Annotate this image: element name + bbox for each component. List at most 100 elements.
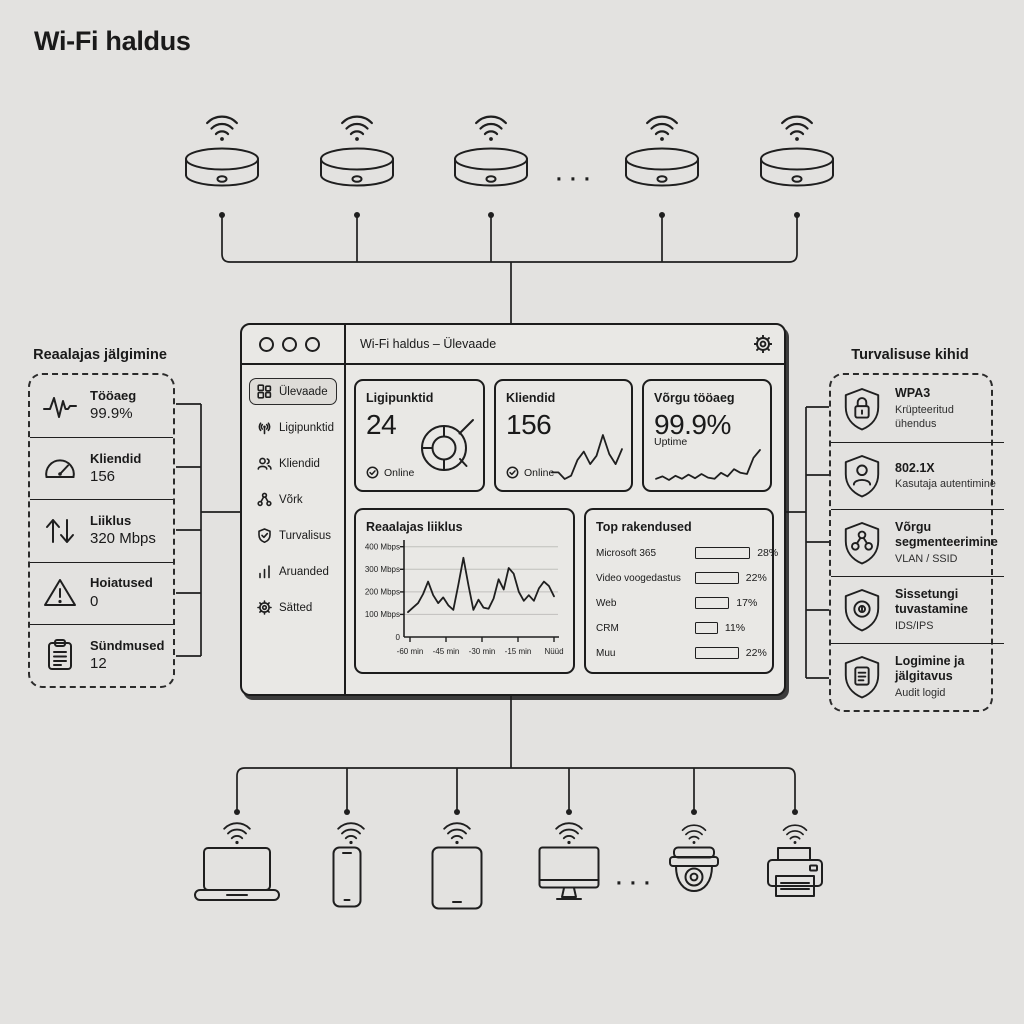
window-sidebar: Ülevaade Ligipunktid Kliendid: [242, 365, 346, 694]
check-circle-icon: [366, 466, 379, 479]
status-online: Online: [366, 466, 414, 479]
bar-chart-icon: [259, 565, 270, 579]
device-printer: [766, 822, 824, 906]
access-point-icon: [760, 147, 834, 187]
sidebar-item-kliendid[interactable]: Kliendid: [249, 450, 337, 477]
access-point: [757, 113, 837, 199]
shield-intrusion-icon: [844, 589, 880, 632]
sidebar-item-ligipunktid[interactable]: Ligipunktid: [249, 414, 337, 441]
window-titlebar: Wi-Fi haldus – Ülevaade: [346, 325, 784, 365]
svg-text:100 Mbps: 100 Mbps: [365, 610, 400, 619]
wifi-icon: [341, 115, 373, 141]
app-row: Microsoft 365 28%: [596, 547, 779, 559]
network-icon: [257, 492, 272, 507]
svg-text:200 Mbps: 200 Mbps: [365, 588, 400, 597]
sidebar-item-vork[interactable]: Võrk: [249, 486, 337, 513]
access-point-icon: [625, 147, 699, 187]
monitor-item-clients: Kliendid 156: [30, 437, 173, 499]
access-point: [182, 113, 262, 199]
svg-text:300 Mbps: 300 Mbps: [365, 565, 400, 574]
users-icon: [257, 457, 272, 470]
app-usage-bar: [695, 572, 739, 584]
svg-text:Nüüd: Nüüd: [544, 647, 563, 656]
device-desktop: [538, 820, 600, 906]
wifi-icon: [475, 115, 507, 141]
svg-text:400 Mbps: 400 Mbps: [365, 543, 400, 552]
tablet-icon: [431, 846, 483, 910]
status-online: Online: [506, 466, 554, 479]
printer-icon: [767, 847, 823, 897]
clients-sparkline: [551, 434, 623, 480]
sidebar-item-label: Ligipunktid: [279, 421, 334, 434]
security-item-ids: Sissetungi tuvastamine IDS/IPS: [831, 576, 1004, 643]
access-point: [317, 113, 397, 199]
shield-log-icon: [844, 656, 880, 699]
sidebar-item-turvalisus[interactable]: Turvalisus: [249, 522, 337, 549]
app-usage-bar: [695, 597, 730, 609]
sidebar-item-satted[interactable]: Sätted: [249, 594, 337, 621]
app-row: Video voogedastus 22%: [596, 572, 767, 584]
app-row: Web 17%: [596, 597, 758, 609]
access-points-ellipsis: ···: [556, 168, 598, 191]
window-minimize-button[interactable]: [282, 336, 297, 352]
clipboard-icon: [48, 639, 72, 671]
access-point: [451, 113, 531, 199]
security-item-segmentation: Võrgu segmenteerimine VLAN / SSID: [831, 509, 1004, 576]
svg-text:-30 min: -30 min: [469, 647, 496, 656]
monitor-item-alerts: Hoiatused 0: [30, 561, 173, 624]
svg-text:-45 min: -45 min: [433, 647, 460, 656]
access-point: [622, 113, 702, 199]
sidebar-item-label: Võrk: [279, 493, 303, 506]
monitor-item-events: Sündmused 12: [30, 623, 173, 686]
monitor-item-traffic: Liiklus 320 Mbps: [30, 499, 173, 561]
device-camera: [666, 822, 722, 904]
app-window: Wi-Fi haldus – Ülevaade Ülevaade: [240, 323, 786, 696]
page-title: Wi-Fi haldus: [34, 26, 191, 56]
gauge-icon: [45, 459, 75, 478]
check-circle-icon: [506, 466, 519, 479]
shield-user-icon: [844, 455, 880, 498]
device-tablet: [431, 820, 483, 910]
shield-network-icon: [844, 522, 880, 565]
antenna-icon: [258, 422, 271, 435]
phone-icon: [332, 846, 362, 908]
access-point-icon: [320, 147, 394, 187]
pulse-icon: [43, 397, 77, 419]
donut-chart: [421, 419, 474, 471]
app-row: CRM 11%: [596, 622, 746, 634]
top-apps-card: Top rakendused Microsoft 365 28% Video v…: [584, 508, 779, 674]
device-laptop: [193, 820, 281, 904]
sidebar-item-label: Aruanded: [279, 565, 329, 578]
uptime-caption: Uptime: [654, 436, 688, 448]
app-usage-bar: [695, 547, 751, 559]
stat-card-accesspoints: Ligipunktid 24 Online: [354, 379, 485, 492]
stat-card-uptime: Võrgu tööaeg 99.9% Uptime: [642, 379, 772, 492]
sidebar-item-label: Ülevaade: [279, 385, 328, 398]
sidebar-item-ulevaade[interactable]: Ülevaade: [249, 378, 337, 405]
sidebar-item-aruanded[interactable]: Aruanded: [249, 558, 337, 585]
devices-ellipsis: ···: [616, 872, 658, 895]
sidebar-item-label: Turvalisus: [279, 529, 331, 542]
svg-text:-15 min: -15 min: [505, 647, 532, 656]
wifi-icon: [646, 115, 678, 141]
monitor-item-uptime: Tööaeg 99.9%: [30, 375, 173, 437]
wifi-icon: [206, 115, 238, 141]
settings-gear-icon[interactable]: [754, 335, 772, 353]
laptop-icon: [194, 847, 280, 901]
sidebar-item-label: Sätted: [279, 601, 313, 614]
svg-text:-60 min: -60 min: [397, 647, 424, 656]
security-item-wpa3: WPA3 Krüpteeritud ühendus: [831, 375, 1004, 442]
app-row: Muu 22%: [596, 647, 767, 659]
window-close-button[interactable]: [259, 336, 274, 352]
dashboard-main: Ligipunktid 24 Online Kliendid 156: [346, 365, 784, 694]
traffic-line-chart: 400 Mbps 300 Mbps 200 Mbps 100 Mbps 0 -6…: [365, 540, 564, 656]
traffic-arrows-icon: [46, 518, 74, 543]
traffic-chart-card: Reaalajas liiklus 400 Mbps 300 Mbps 200 …: [354, 508, 575, 674]
shield-lock-icon: [844, 387, 880, 430]
device-phone: [332, 820, 365, 908]
svg-text:0: 0: [396, 633, 401, 642]
window-zoom-button[interactable]: [305, 336, 320, 352]
security-panel: WPA3 Krüpteeritud ühendus 802.1X Kasutaj…: [829, 373, 1004, 712]
window-title: Wi-Fi haldus – Ülevaade: [360, 337, 497, 351]
window-controls: [242, 325, 346, 365]
